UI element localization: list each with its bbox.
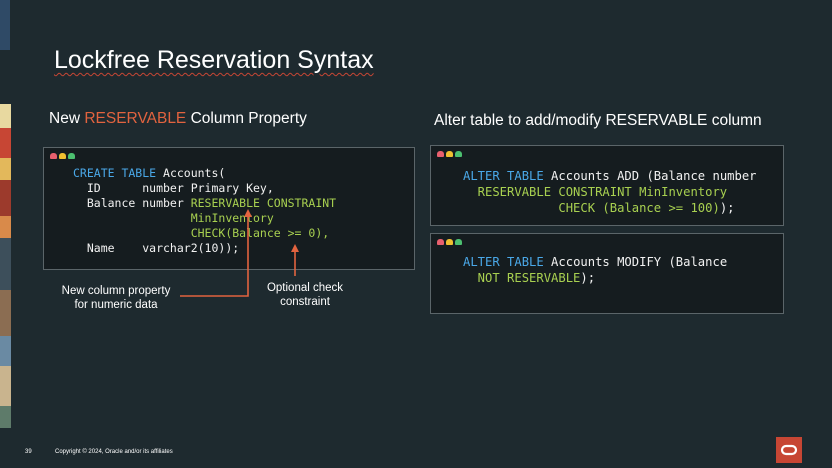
window-dots-icon [437, 151, 462, 157]
code-line: ALTER TABLE Accounts ADD (Balance number [463, 168, 757, 184]
code-token: ); [580, 271, 596, 285]
decorative-stripe [0, 0, 10, 50]
arrowhead-icon [291, 244, 299, 252]
arrowhead-icon [244, 209, 252, 217]
code-line: NOT RESERVABLE); [463, 270, 727, 286]
code-token: Accounts MODIFY (Balance [543, 255, 728, 269]
code-token: Name varchar2(10)); [73, 241, 240, 255]
left-heading: New RESERVABLE Column Property [49, 110, 307, 127]
code-box-alter-modify: ALTER TABLE Accounts MODIFY (Balance NOT… [430, 233, 784, 314]
reservable-highlight: RESERVABLE [84, 110, 187, 127]
decorative-stripe [0, 128, 11, 158]
code-token: CREATE TABLE [73, 166, 157, 180]
code-alter-add: ALTER TABLE Accounts ADD (Balance number… [463, 168, 757, 216]
code-line: CHECK (Balance >= 100)); [463, 200, 757, 216]
window-dots-icon [50, 153, 75, 159]
code-token: RESERVABLE CONSTRAINT MinInventory [463, 185, 728, 199]
code-line: Balance number RESERVABLE CONSTRAINT [73, 196, 336, 211]
annotation-column-property: New column property for numeric data [61, 285, 171, 311]
code-token: ALTER TABLE [463, 255, 544, 269]
code-token: ); [719, 201, 735, 215]
code-token: Balance number [73, 196, 191, 210]
annotation-check-constraint: Optional check constraint [266, 282, 344, 308]
code-token: CHECK (Balance >= 100) [463, 201, 720, 215]
code-token: RESERVABLE CONSTRAINT [190, 196, 337, 210]
slide-title: Lockfree Reservation Syntax [54, 46, 374, 74]
code-line: Name varchar2(10)); [73, 241, 336, 256]
code-create-table: CREATE TABLE Accounts( ID number Primary… [73, 166, 336, 256]
code-line: CREATE TABLE Accounts( [73, 166, 336, 181]
code-token: Accounts ADD (Balance number [543, 169, 757, 183]
window-dots-icon [437, 239, 462, 245]
decorative-stripe [0, 104, 11, 128]
code-box-create-table: CREATE TABLE Accounts( ID number Primary… [43, 147, 415, 270]
code-token: CHECK(Balance >= 0), [73, 226, 330, 240]
code-line: MinInventory [73, 211, 336, 226]
code-token: MinInventory [73, 211, 274, 225]
code-line: ALTER TABLE Accounts MODIFY (Balance [463, 254, 727, 270]
copyright: Copyright © 2024, Oracle and/or its affi… [55, 449, 173, 455]
code-token: Accounts( [156, 166, 226, 180]
code-token: ALTER TABLE [463, 169, 544, 183]
code-token: ID number Primary Key, [73, 181, 274, 195]
code-alter-modify: ALTER TABLE Accounts MODIFY (Balance NOT… [463, 254, 727, 286]
code-line: ID number Primary Key, [73, 181, 336, 196]
code-line: RESERVABLE CONSTRAINT MinInventory [463, 184, 757, 200]
decorative-stripe [0, 216, 11, 238]
decorative-stripe [0, 158, 11, 180]
decorative-stripe [0, 290, 11, 336]
right-heading: Alter table to add/modify RESERVABLE col… [434, 112, 762, 129]
page-number: 39 [25, 449, 32, 455]
oracle-logo-icon [776, 437, 802, 463]
arrow-column-property [180, 215, 249, 297]
code-box-alter-add: ALTER TABLE Accounts ADD (Balance number… [430, 145, 784, 226]
decorative-stripe [0, 336, 11, 366]
code-line: CHECK(Balance >= 0), [73, 226, 336, 241]
decorative-stripe [0, 180, 11, 216]
decorative-stripe [0, 238, 11, 290]
code-token: NOT RESERVABLE [463, 271, 581, 285]
decorative-stripe [0, 406, 11, 428]
decorative-stripe [0, 366, 11, 406]
